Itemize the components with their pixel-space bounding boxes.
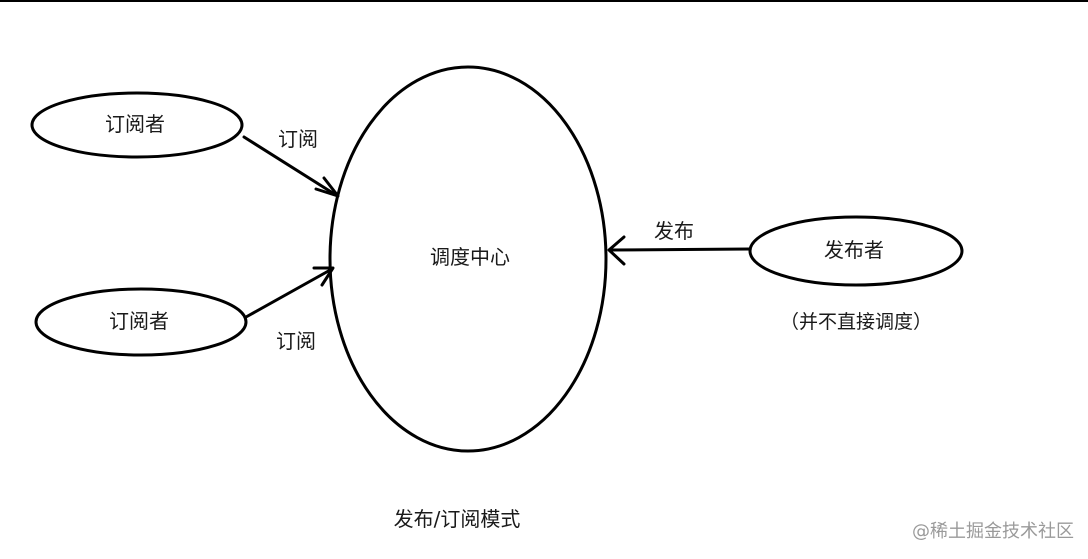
edge-subscribe-top-label: 订阅 [278, 127, 318, 151]
edge-publish: 发布 [607, 219, 752, 266]
edge-subscribe-bottom-label: 订阅 [276, 329, 316, 353]
publisher-ellipse [748, 215, 964, 287]
edge-subscribe-bottom-arrowhead [312, 266, 335, 287]
edge-subscribe-top-arrowhead [314, 176, 340, 198]
edge-publish-label: 发布 [654, 219, 694, 243]
edge-publish-arrowhead [607, 235, 626, 266]
edge-publish-line [608, 247, 752, 252]
publisher-note: （并不直接调度） [780, 311, 932, 333]
top-border [0, 0, 1088, 2]
publisher-node: 发布者 （并不直接调度） [748, 215, 964, 333]
edge-subscribe-bottom-line [244, 267, 334, 319]
edge-subscribe-top: 订阅 [242, 127, 340, 198]
subscriber-node-top: 订阅者 [30, 91, 244, 159]
subscriber-bottom-label: 订阅者 [109, 309, 169, 333]
diagram-caption: 发布/订阅模式 [394, 507, 521, 531]
edge-subscribe-bottom: 订阅 [244, 266, 335, 353]
subscriber-top-ellipse [30, 91, 244, 159]
edge-subscribe-top-line [242, 135, 338, 197]
watermark-text: @稀土掘金技术社区 [912, 521, 1074, 542]
subscriber-node-bottom: 订阅者 [34, 287, 248, 357]
dispatch-center-label: 调度中心 [430, 245, 510, 269]
dispatch-center-node: 调度中心 [328, 65, 608, 453]
subscriber-bottom-ellipse [34, 287, 248, 357]
dispatch-center-ellipse [328, 65, 608, 453]
publisher-label: 发布者 [824, 238, 884, 262]
subscriber-top-label: 订阅者 [105, 112, 165, 136]
